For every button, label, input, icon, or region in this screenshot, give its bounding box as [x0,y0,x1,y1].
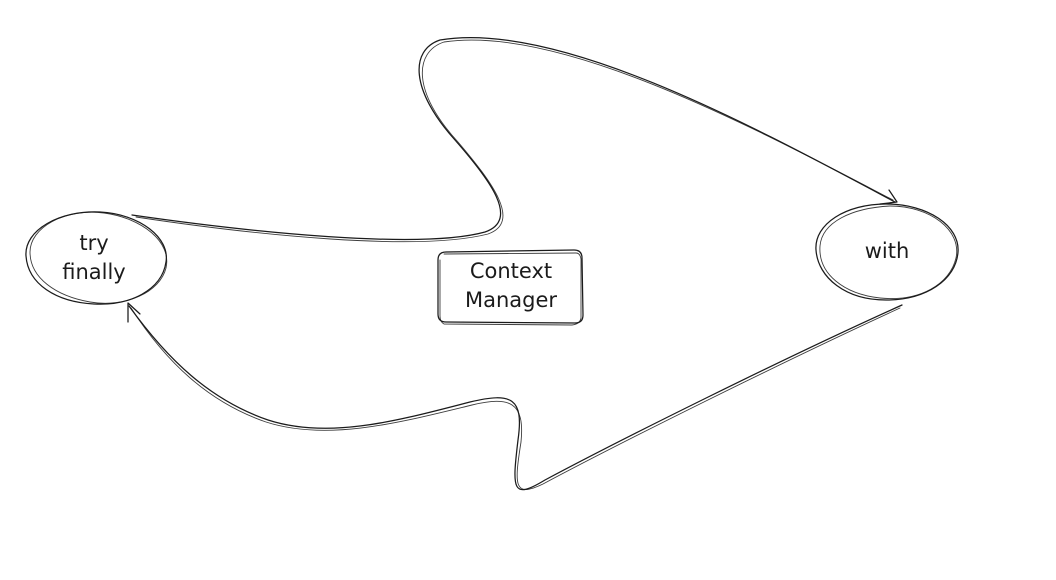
node-try-finally-line2: finally [62,260,126,284]
edge-with-to-try-finally-arrowhead [127,302,141,323]
edge-with-to-try-finally-line-2 [130,307,901,490]
node-context-manager-outline-2 [439,252,582,326]
edge-try-finally-to-with-line [131,36,896,241]
node-context-manager-line1: Context [470,259,552,283]
edge-try-finally-to-with[interactable] [131,36,898,243]
node-try-finally-outline-2 [29,211,168,304]
node-with[interactable]: with [815,203,959,301]
edge-try-finally-to-with-line-2 [135,39,894,243]
edge-with-to-try-finally[interactable] [127,302,903,491]
node-context-manager[interactable]: Context Manager [437,249,584,326]
node-with-outline [815,203,959,301]
node-try-finally[interactable]: try finally [25,211,168,305]
edge-with-to-try-finally-line [128,304,903,491]
node-try-finally-outline [25,211,167,305]
node-with-label: with [865,239,910,263]
node-context-manager-line2: Manager [465,288,557,312]
node-with-outline-2 [819,205,958,300]
node-try-finally-line1: try [79,231,108,255]
edge-try-finally-to-with-arrowhead [879,189,898,205]
node-context-manager-outline [437,249,584,324]
